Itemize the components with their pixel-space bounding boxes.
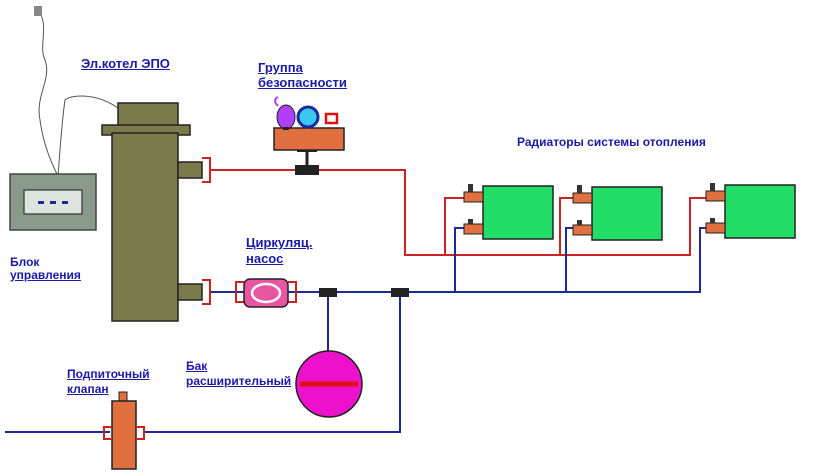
valve-label-2: клапан bbox=[67, 382, 109, 396]
pump-label-1: Циркуляц. bbox=[246, 235, 313, 250]
tank-label-1: Бак bbox=[186, 359, 208, 373]
radiator-1[interactable] bbox=[463, 184, 554, 240]
pump-impeller-icon bbox=[250, 282, 282, 304]
radiator-3[interactable] bbox=[705, 183, 796, 239]
expansion-tank[interactable] bbox=[295, 350, 363, 418]
drain-tee bbox=[391, 288, 409, 297]
supply-tee bbox=[295, 165, 319, 175]
safety-group-label-1: Группа bbox=[258, 60, 303, 75]
control-unit-label-2: управления bbox=[10, 268, 81, 282]
valve-label-1: Подпиточный bbox=[67, 367, 150, 381]
safety-valve-icon bbox=[276, 104, 296, 130]
radiator-2[interactable] bbox=[572, 185, 663, 241]
electric-boiler[interactable] bbox=[101, 102, 211, 322]
safety-group-label-2: безопасности bbox=[258, 75, 347, 90]
pump-label-2: насос bbox=[246, 251, 284, 266]
boiler-label: Эл.котел ЭПО bbox=[81, 56, 170, 71]
cable-plug bbox=[34, 6, 42, 16]
tank-tee bbox=[319, 288, 337, 297]
air-vent-icon bbox=[324, 112, 339, 125]
control-unit[interactable] bbox=[9, 173, 97, 231]
makeup-valve[interactable] bbox=[103, 391, 145, 470]
boiler-outlet bbox=[177, 161, 203, 179]
pressure-gauge-icon bbox=[296, 105, 320, 129]
tank-label-2: расширительный bbox=[186, 374, 292, 388]
return-pipe bbox=[145, 227, 714, 433]
boiler-inlet bbox=[177, 283, 203, 301]
control-cable bbox=[37, 9, 119, 177]
radiators-label: Радиаторы системы отопления bbox=[517, 135, 706, 149]
control-unit-label-1: Блок bbox=[10, 255, 40, 269]
supply-pipe bbox=[210, 169, 710, 256]
safety-group[interactable] bbox=[273, 96, 345, 166]
circulation-pump[interactable] bbox=[235, 278, 297, 308]
